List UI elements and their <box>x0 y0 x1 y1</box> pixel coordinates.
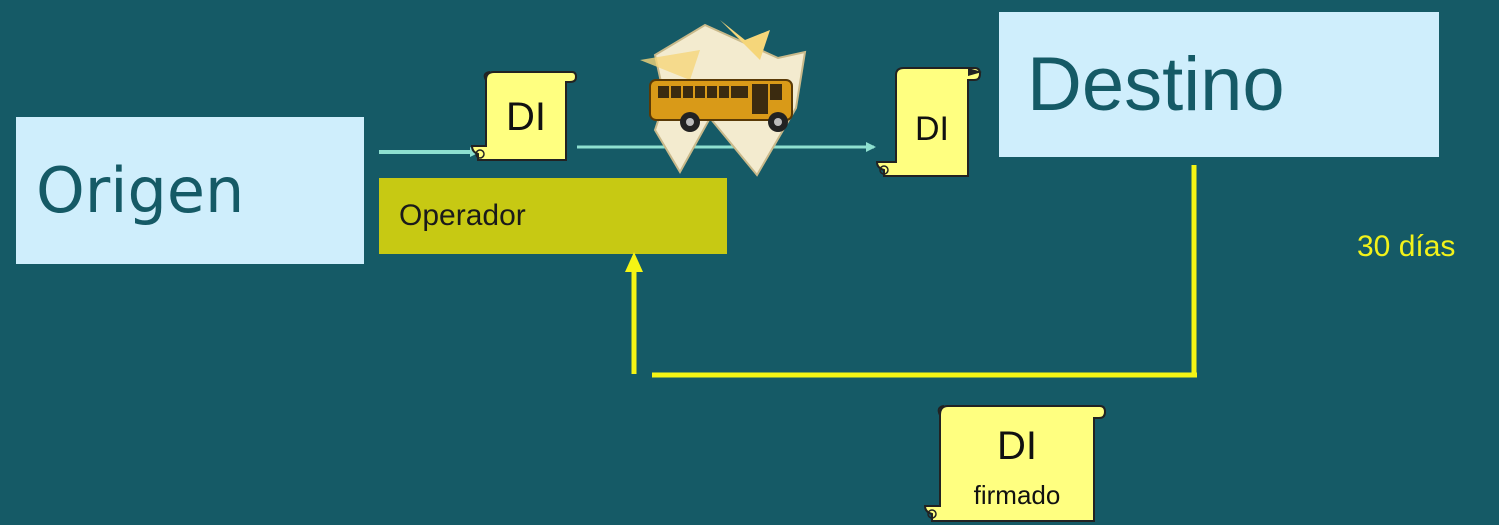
scroll-document-icon <box>875 67 982 177</box>
origin-label: Origen <box>36 154 245 227</box>
destination-node: Destino <box>999 12 1439 157</box>
return-path-arrow <box>625 165 1197 378</box>
scroll-document-icon <box>470 71 578 161</box>
signed-document-subtitle: firmado <box>973 480 1061 510</box>
bus-icon <box>640 20 807 177</box>
scroll-document-icon <box>923 405 1107 522</box>
signed-document-label: DI <box>997 424 1037 468</box>
document-label: DI <box>915 110 949 148</box>
return-time-label: 30 días <box>1357 230 1456 263</box>
origin-node: Origen <box>16 117 364 264</box>
document-label: DI <box>506 95 546 139</box>
destination-label: Destino <box>1027 42 1285 127</box>
operator-node: Operador <box>379 178 727 254</box>
operator-label: Operador <box>399 199 526 232</box>
